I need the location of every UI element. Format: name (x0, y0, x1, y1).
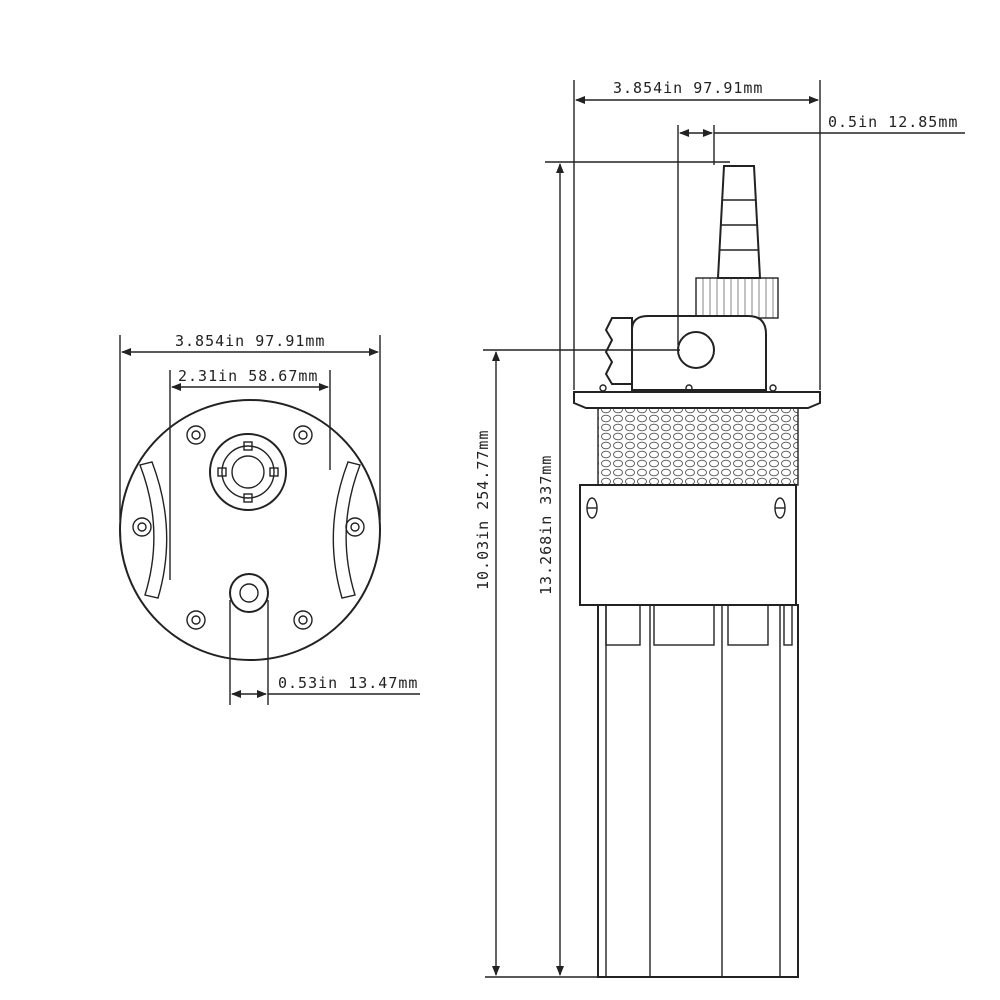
hub-icon (209, 433, 287, 511)
side-width-label: 3.854in 97.91mm (613, 79, 763, 97)
pump-head (599, 315, 777, 392)
left-slot (139, 461, 168, 599)
outlet-icon (229, 573, 269, 613)
end-view: 3.854in 97.91mm 2.31in 58.67mm 0.53in 13… (119, 332, 420, 705)
top-plate (573, 391, 821, 409)
side-view: 3.854in 97.91mm 0.5in 12.85mm 13.268in 3… (474, 79, 965, 978)
end-view-outline (119, 399, 381, 661)
collar (579, 484, 797, 606)
filter-mesh (597, 407, 799, 486)
screw-icon (586, 497, 786, 519)
end-width-label: 3.854in 97.91mm (175, 332, 325, 350)
nozzle-diameter-label: 0.5in 12.85mm (828, 113, 958, 131)
bolt-spacing-label: 2.31in 58.67mm (178, 367, 318, 385)
outlet-diameter-label: 0.53in 13.47mm (278, 674, 418, 692)
right-slot (332, 461, 361, 599)
total-length-label: 13.268in 337mm (537, 455, 555, 595)
bolt-icon (132, 425, 365, 630)
nozzle-icon (695, 165, 779, 319)
motor-body (597, 604, 799, 978)
body-length-label: 10.03in 254.77mm (474, 430, 492, 591)
